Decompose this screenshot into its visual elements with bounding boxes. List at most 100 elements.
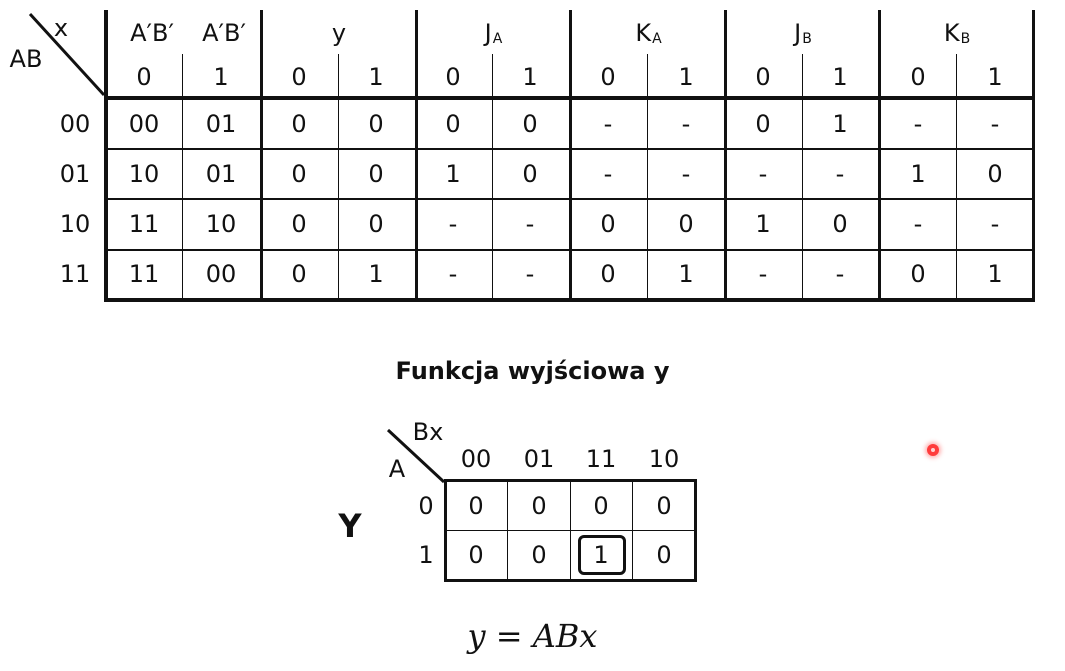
kmap-inner-rule (570, 480, 571, 580)
section-title: Funkcja wyjściowa y (395, 357, 670, 385)
kmap-cell: 0 (656, 492, 672, 520)
header-ja-main: J (484, 19, 492, 47)
table-cell: - (681, 110, 691, 138)
x-value-header: 0 (910, 63, 926, 91)
table-cell: 0 (445, 110, 461, 138)
x-value-header: 1 (987, 63, 1003, 91)
header-output-y: y (331, 19, 347, 47)
kmap-col-label: 01 (523, 445, 555, 473)
table-cell: - (913, 110, 923, 138)
x-value-header: 0 (136, 63, 152, 91)
table-cell: 00 (128, 110, 160, 138)
table-cell: 10 (205, 210, 237, 238)
table-cell: 0 (910, 260, 926, 288)
kmap-function-label: Y (338, 507, 362, 545)
header-ka-sub: A (652, 31, 662, 47)
table-cell: - (913, 210, 923, 238)
header-jb-main: J (794, 19, 802, 47)
table-group-rule (260, 10, 263, 302)
table-left-rule (104, 10, 108, 302)
kmap-cell: 0 (468, 492, 484, 520)
table-cell: 11 (128, 210, 160, 238)
table-cell: - (681, 160, 691, 188)
table-cell: 1 (368, 260, 384, 288)
x-value-header: 0 (291, 63, 307, 91)
table-cell: 1 (755, 210, 771, 238)
header-ka-main: K (635, 19, 652, 47)
kmap-cell: 0 (593, 492, 609, 520)
kmap-implicant-loop (578, 535, 626, 575)
x-value-header: 1 (368, 63, 384, 91)
table-cell: - (835, 260, 845, 288)
table-cell: 0 (522, 160, 538, 188)
table-inner-rule (802, 54, 803, 302)
table-cell: 0 (678, 210, 694, 238)
x-value-header: 0 (755, 63, 771, 91)
kmap-row-label: 0 (418, 492, 434, 520)
table-group-rule (878, 10, 881, 302)
table-cell: 0 (987, 160, 1003, 188)
x-value-header: 1 (522, 63, 538, 91)
header-next-state-2: A′B′ (202, 19, 246, 47)
table-cell: - (990, 110, 1000, 138)
kmap-row-label: 1 (418, 541, 434, 569)
table-cell: 0 (291, 260, 307, 288)
kmap-cell: 1 (593, 541, 609, 569)
table-cell: - (603, 110, 613, 138)
table-cell: 0 (291, 110, 307, 138)
corner-row-var: AB (9, 45, 43, 73)
kmap-corner-row-var: A (388, 455, 406, 483)
table-cell: - (448, 210, 458, 238)
table-cell: 01 (205, 160, 237, 188)
header-ja-sub: A (492, 31, 503, 47)
kmap-bottom-rule (444, 579, 697, 582)
kmap-cell: 0 (531, 541, 547, 569)
kmap-right-rule (694, 479, 697, 582)
kmap-left-rule (444, 479, 447, 582)
table-cell: 0 (832, 210, 848, 238)
table-inner-rule (338, 54, 339, 302)
output-formula: y = ABx (467, 617, 598, 655)
kmap-col-label: 10 (648, 445, 680, 473)
kmap-corner-diagonal (386, 428, 446, 484)
table-inner-rule (647, 54, 648, 302)
table-cell: 1 (678, 260, 694, 288)
pointer-cursor-icon (927, 444, 939, 456)
table-cell: - (990, 210, 1000, 238)
table-cell: - (758, 260, 768, 288)
table-cell: 0 (755, 110, 771, 138)
table-cell: - (448, 260, 458, 288)
header-kb-sub: B (960, 31, 971, 47)
row-label: 00 (59, 110, 91, 138)
x-value-header: 1 (678, 63, 694, 91)
table-cell: 10 (128, 160, 160, 188)
kmap-cell: 0 (468, 541, 484, 569)
table-cell: - (603, 160, 613, 188)
table-cell: 0 (600, 260, 616, 288)
table-cell: 00 (205, 260, 237, 288)
header-jb-sub: B (802, 31, 812, 47)
table-cell: 1 (445, 160, 461, 188)
table-cell: 0 (291, 160, 307, 188)
table-cell: 11 (128, 260, 160, 288)
table-inner-rule (492, 54, 493, 302)
kmap-inner-rule (632, 480, 633, 580)
header-next-state-1: A′B′ (130, 19, 174, 47)
kmap-inner-rule (507, 480, 508, 580)
table-cell: 0 (368, 160, 384, 188)
table-cell: 0 (368, 210, 384, 238)
kmap-cell: 0 (531, 492, 547, 520)
table-inner-rule (956, 54, 957, 302)
table-cell: 1 (910, 160, 926, 188)
table-cell: 0 (368, 110, 384, 138)
kmap-corner-col-var: Bx (412, 418, 444, 446)
table-cell: 0 (600, 210, 616, 238)
x-value-header: 0 (445, 63, 461, 91)
kmap-col-label: 00 (460, 445, 492, 473)
row-label: 01 (59, 160, 91, 188)
